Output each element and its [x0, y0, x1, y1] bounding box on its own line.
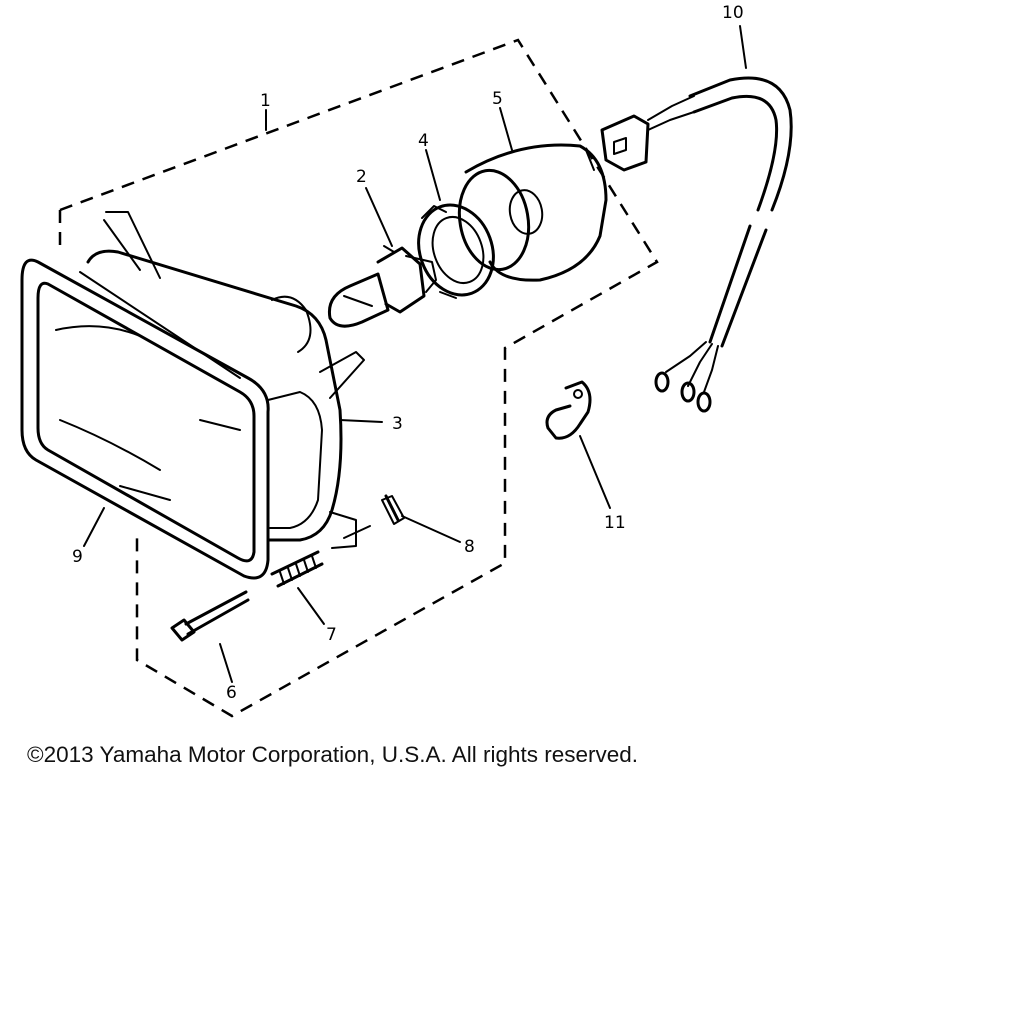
- callout-11: 11: [604, 513, 626, 533]
- headlight-exploded-diagram: 1 2 3 4 5 6 7 8 9 10 11: [20, 3, 793, 718]
- callout-labels: 1 2 3 4 5 6 7 8 9 10 11: [72, 3, 744, 703]
- callout-9: 9: [72, 547, 83, 567]
- callout-8: 8: [464, 537, 475, 557]
- leader-lines: [83, 25, 747, 683]
- callout-5: 5: [492, 89, 503, 109]
- bulb: [327, 245, 437, 328]
- spring: [270, 550, 324, 588]
- callout-2: 2: [356, 167, 367, 187]
- callout-4: 4: [418, 131, 429, 151]
- bolt: [170, 590, 250, 642]
- rubber-boot: [457, 143, 608, 282]
- callout-3: 3: [392, 414, 403, 434]
- wire-harness: [600, 76, 793, 413]
- headlight-unit: [55, 211, 365, 549]
- callout-1: 1: [260, 91, 271, 111]
- callout-7: 7: [326, 625, 337, 645]
- callout-6: 6: [226, 683, 237, 703]
- headlight-rim: [20, 258, 270, 580]
- assembly-boundary: [58, 38, 659, 718]
- callout-10: 10: [722, 3, 744, 23]
- bulb-retaining-ring: [417, 203, 495, 299]
- nut: [381, 494, 405, 525]
- copyright-notice: ©2013 Yamaha Motor Corporation, U.S.A. A…: [27, 742, 639, 767]
- wire-clamp: [545, 380, 592, 440]
